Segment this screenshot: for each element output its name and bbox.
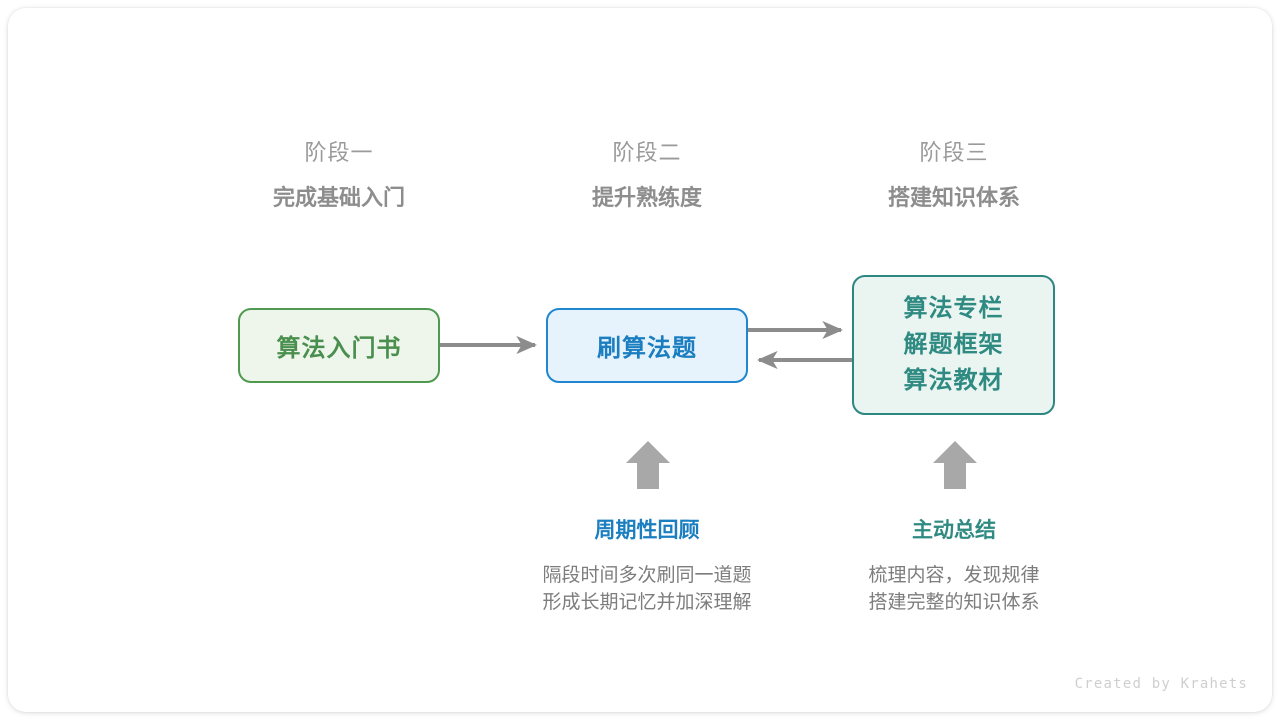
stage-title-label: 搭建知识体系 — [887, 185, 1020, 210]
footer-credit: Created by Krahets — [1074, 676, 1248, 692]
note-body-line-2: 搭建完整的知识体系 — [868, 592, 1040, 613]
stage-title-label: 完成基础入门 — [272, 185, 405, 210]
stage-header-1: 阶段一 完成基础入门 — [209, 138, 469, 214]
note-body: 隔段时间多次刷同一道题 形成长期记忆并加深理解 — [487, 562, 807, 616]
node-algorithm-intro-book[interactable]: 算法入门书 — [238, 308, 440, 383]
node-label-line-3: 算法教材 — [903, 367, 1004, 394]
note-title: 主动总结 — [912, 519, 996, 542]
note-title: 周期性回顾 — [594, 519, 700, 542]
stage-index-label: 阶段三 — [919, 140, 989, 165]
node-label-line-1: 算法专栏 — [903, 295, 1004, 322]
stage-title-label: 提升熟练度 — [591, 185, 702, 210]
node-label: 算法入门书 — [276, 335, 402, 362]
node-practice-problems[interactable]: 刷算法题 — [546, 308, 748, 383]
stage-index-label: 阶段一 — [304, 140, 374, 165]
note-body-line-2: 形成长期记忆并加深理解 — [542, 592, 752, 613]
note-body-line-1: 隔段时间多次刷同一道题 — [542, 565, 752, 586]
stage-header-2: 阶段二 提升熟练度 — [517, 138, 777, 214]
stage-index-label: 阶段二 — [612, 140, 682, 165]
node-label: 刷算法题 — [597, 335, 697, 362]
arrow-up-icon-summary — [933, 441, 977, 489]
note-body-line-1: 梳理内容，发现规律 — [868, 565, 1040, 586]
arrow-up-icon-review — [626, 441, 670, 489]
stage-header-3: 阶段三 搭建知识体系 — [824, 138, 1084, 214]
diagram-canvas: 阶段一 完成基础入门 阶段二 提升熟练度 阶段三 搭建知识体系 算法入门书 刷算… — [8, 8, 1272, 712]
node-knowledge-system[interactable]: 算法专栏 解题框架 算法教材 — [852, 275, 1055, 415]
note-body: 梳理内容，发现规律 搭建完整的知识体系 — [794, 562, 1114, 616]
node-label-line-2: 解题框架 — [903, 331, 1004, 358]
note-active-summary: 主动总结 梳理内容，发现规律 搭建完整的知识体系 — [794, 516, 1114, 616]
note-periodic-review: 周期性回顾 隔段时间多次刷同一道题 形成长期记忆并加深理解 — [487, 516, 807, 616]
